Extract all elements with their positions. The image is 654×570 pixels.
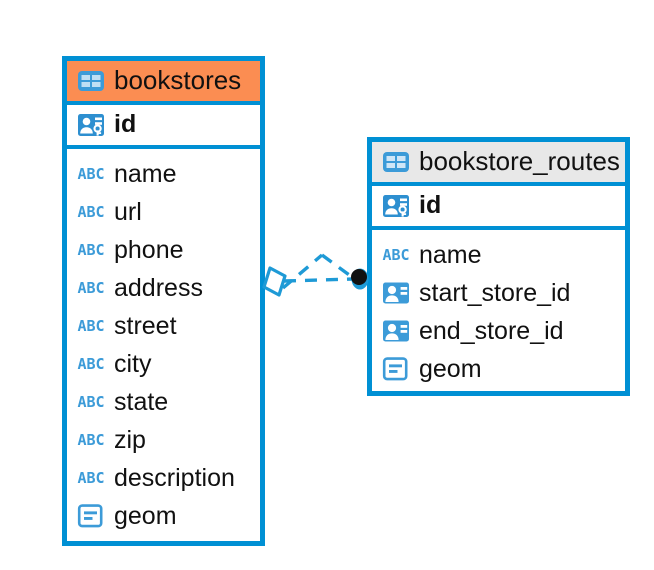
connector-diamond-endpoint — [262, 266, 287, 297]
field-row-primary-key[interactable]: id — [67, 101, 260, 149]
field-row-zip[interactable]: ABC zip — [77, 421, 250, 459]
field-label: name — [419, 240, 482, 269]
entity-header-bookstore-routes[interactable]: bookstore_routes — [372, 142, 625, 182]
field-label: state — [114, 387, 169, 416]
connector-line-apex — [320, 253, 358, 282]
field-row-name[interactable]: ABC name — [382, 236, 615, 274]
geometry-icon — [77, 504, 103, 528]
field-row-url[interactable]: ABC url — [77, 193, 250, 231]
entity-name: bookstore_routes — [419, 146, 620, 176]
foreign-key-icon — [383, 320, 409, 342]
abc-icon: ABC — [77, 279, 105, 297]
connector-line-upper — [281, 253, 324, 290]
abc-icon: ABC — [77, 203, 105, 221]
field-row-name[interactable]: ABC name — [77, 155, 250, 193]
primary-key-icon — [383, 194, 409, 217]
field-label: address — [114, 273, 203, 302]
field-label: geom — [114, 501, 177, 530]
field-row-phone[interactable]: ABC phone — [77, 231, 250, 269]
field-row-primary-key[interactable]: id — [372, 182, 625, 230]
field-label: id — [419, 191, 442, 219]
abc-icon: ABC — [382, 246, 410, 264]
field-row-street[interactable]: ABC street — [77, 307, 250, 345]
entity-bookstores[interactable]: bookstores id ABC name ABC url — [62, 56, 265, 546]
field-label: phone — [114, 235, 184, 264]
abc-icon: ABC — [77, 431, 105, 449]
field-row-geom[interactable]: geom — [77, 497, 250, 535]
foreign-key-icon — [383, 282, 409, 304]
field-label: end_store_id — [419, 316, 564, 345]
field-list-bookstore-routes: ABC name start_store_id — [372, 230, 625, 396]
field-row-state[interactable]: ABC state — [77, 383, 250, 421]
table-icon — [78, 70, 104, 91]
field-label: zip — [114, 425, 146, 454]
abc-icon: ABC — [77, 355, 105, 373]
connector-line-straight — [283, 277, 355, 283]
abc-icon: ABC — [77, 241, 105, 259]
entity-bookstore-routes[interactable]: bookstore_routes id ABC name — [367, 137, 630, 396]
abc-icon: ABC — [77, 165, 105, 183]
geometry-icon — [382, 357, 408, 381]
field-row-description[interactable]: ABC description — [77, 459, 250, 497]
field-label: geom — [419, 354, 482, 383]
field-row-start-store-id[interactable]: start_store_id — [382, 274, 615, 312]
field-label: city — [114, 349, 152, 378]
table-icon — [383, 151, 409, 172]
field-label: url — [114, 197, 142, 226]
field-label: name — [114, 159, 177, 188]
field-row-city[interactable]: ABC city — [77, 345, 250, 383]
connector-dot-endpoint — [351, 268, 369, 290]
field-list-bookstores: ABC name ABC url ABC phone ABC address A… — [67, 149, 260, 543]
field-row-address[interactable]: ABC address — [77, 269, 250, 307]
field-label: description — [114, 463, 235, 492]
field-label: id — [114, 110, 137, 138]
entity-name: bookstores — [114, 65, 242, 95]
abc-icon: ABC — [77, 317, 105, 335]
primary-key-icon — [78, 113, 104, 136]
field-label: street — [114, 311, 177, 340]
entity-header-bookstores[interactable]: bookstores — [67, 61, 260, 101]
field-row-geom[interactable]: geom — [382, 350, 615, 388]
abc-icon: ABC — [77, 393, 105, 411]
field-label: start_store_id — [419, 278, 571, 307]
field-row-end-store-id[interactable]: end_store_id — [382, 312, 615, 350]
abc-icon: ABC — [77, 469, 105, 487]
